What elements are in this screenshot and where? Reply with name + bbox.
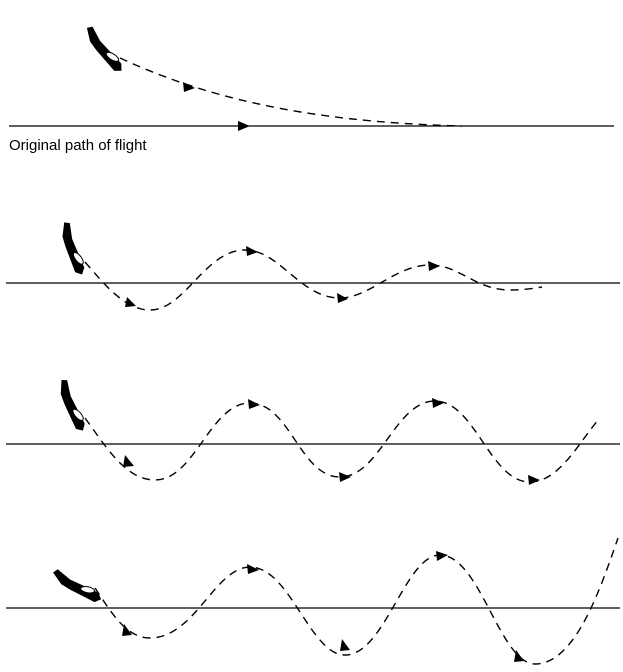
arrow-head-icon	[340, 639, 350, 651]
arrow-head-icon	[432, 398, 444, 408]
arrow-head-icon	[125, 297, 136, 307]
panel-converging-descent	[9, 24, 614, 131]
arrow-head-icon	[238, 121, 250, 131]
panel-neutral-oscillation	[6, 376, 620, 485]
arrow-head-icon	[183, 82, 195, 92]
arrow-head-icon	[246, 246, 258, 256]
flight-path	[84, 249, 543, 311]
flight-path	[84, 400, 601, 483]
arrow-head-icon	[514, 650, 524, 662]
flight-path	[94, 537, 619, 665]
flight-path	[119, 57, 463, 127]
airplane-icon	[44, 376, 100, 434]
arrow-head-icon	[528, 475, 540, 485]
arrow-head-icon	[122, 624, 132, 636]
arrow-head-icon	[337, 293, 348, 303]
panel-divergent-oscillation	[6, 537, 620, 665]
arrow-head-icon	[428, 261, 440, 271]
arrow-head-icon	[339, 472, 351, 482]
arrow-head-icon	[247, 564, 259, 574]
arrow-head-icon	[123, 455, 134, 467]
airplane-icon	[74, 24, 134, 75]
panel-damped-oscillation	[6, 219, 620, 311]
airplane-icon	[46, 219, 100, 278]
arrow-head-icon	[248, 399, 260, 409]
original-path-label: Original path of flight	[9, 137, 147, 154]
airplane-icon	[48, 568, 106, 604]
arrow-head-icon	[436, 551, 448, 561]
